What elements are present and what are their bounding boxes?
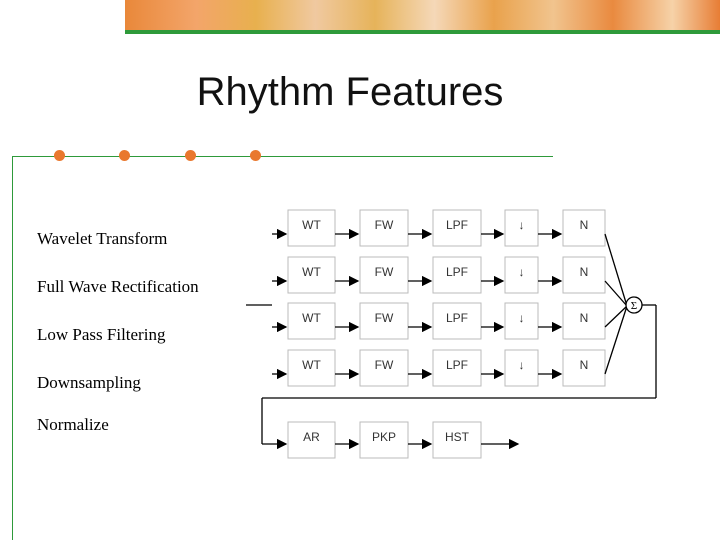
label-downsampling: Downsampling [37, 373, 141, 392]
wavelet-transform-block: WT [287, 209, 336, 247]
normalize-block: N [562, 209, 606, 247]
connector-line [604, 233, 628, 307]
histogram-block: HST [432, 421, 482, 459]
block-label: PKP [372, 430, 396, 444]
block-label: ↓ [519, 265, 525, 279]
block-box [287, 421, 336, 459]
block-box [432, 421, 482, 459]
block-label: FW [375, 218, 394, 232]
block-box [359, 421, 409, 459]
normalize-block: N [562, 256, 606, 294]
block-box [287, 256, 336, 294]
divider-horizontal [12, 156, 553, 157]
label-low-pass-filtering: Low Pass Filtering [37, 325, 166, 344]
block-box [359, 349, 409, 387]
downsample-block: ↓ [504, 256, 539, 294]
block-box [562, 302, 606, 340]
block-box [359, 209, 409, 247]
header-banner [125, 0, 720, 34]
block-box [359, 302, 409, 340]
low-pass-filter-block: LPF [432, 256, 482, 294]
block-box [432, 256, 482, 294]
block-label: WT [302, 358, 321, 372]
banner-image [125, 0, 720, 30]
autocorrelation-block: AR [287, 421, 336, 459]
slide-title: Rhythm Features [196, 70, 504, 114]
label-normalize: Normalize [37, 415, 109, 434]
label-full-wave-rectification: Full Wave Rectification [37, 277, 199, 296]
label-wavelet-transform: Wavelet Transform [37, 229, 168, 248]
full-wave-block: FW [359, 349, 409, 387]
downsample-block: ↓ [504, 349, 539, 387]
normalize-block: N [562, 349, 606, 387]
wavelet-transform-block: WT [287, 256, 336, 294]
connector-line [604, 305, 628, 328]
connector-line [604, 280, 628, 307]
block-box [287, 302, 336, 340]
divider-vertical [12, 156, 13, 540]
low-pass-filter-block: LPF [432, 302, 482, 340]
block-label: WT [302, 311, 321, 325]
block-box [504, 349, 539, 387]
block-box [432, 302, 482, 340]
full-wave-block: FW [359, 209, 409, 247]
block-box [504, 302, 539, 340]
downsample-block: ↓ [504, 209, 539, 247]
wavelet-transform-block: WT [287, 349, 336, 387]
block-label: LPF [446, 218, 468, 232]
block-label: N [580, 311, 589, 325]
block-label: HST [445, 430, 470, 444]
block-box [287, 349, 336, 387]
bullet-dot [119, 150, 130, 161]
block-box [432, 209, 482, 247]
low-pass-filter-block: LPF [432, 209, 482, 247]
block-box [432, 349, 482, 387]
block-label: FW [375, 265, 394, 279]
block-label: LPF [446, 265, 468, 279]
block-box [504, 209, 539, 247]
block-label: N [580, 218, 589, 232]
block-label: WT [302, 218, 321, 232]
block-label: AR [303, 430, 320, 444]
block-label: WT [302, 265, 321, 279]
block-label: FW [375, 311, 394, 325]
full-wave-block: FW [359, 256, 409, 294]
connector-line [604, 305, 628, 375]
block-label: ↓ [519, 218, 525, 232]
full-wave-block: FW [359, 302, 409, 340]
normalize-block: N [562, 302, 606, 340]
block-label: FW [375, 358, 394, 372]
block-box [359, 256, 409, 294]
bullet-dot [54, 150, 65, 161]
block-label: ↓ [519, 311, 525, 325]
bullet-dot [250, 150, 261, 161]
banner-underline [125, 30, 720, 34]
summation-symbol: Σ [631, 300, 637, 312]
block-box [504, 256, 539, 294]
block-box [287, 209, 336, 247]
downsample-block: ↓ [504, 302, 539, 340]
block-label: N [580, 358, 589, 372]
block-label: LPF [446, 358, 468, 372]
block-box [562, 256, 606, 294]
wavelet-transform-block: WT [287, 302, 336, 340]
block-box [562, 349, 606, 387]
block-box [562, 209, 606, 247]
bullet-dot [185, 150, 196, 161]
block-label: ↓ [519, 358, 525, 372]
block-label: LPF [446, 311, 468, 325]
peak-picking-block: PKP [359, 421, 409, 459]
low-pass-filter-block: LPF [432, 349, 482, 387]
block-label: N [580, 265, 589, 279]
